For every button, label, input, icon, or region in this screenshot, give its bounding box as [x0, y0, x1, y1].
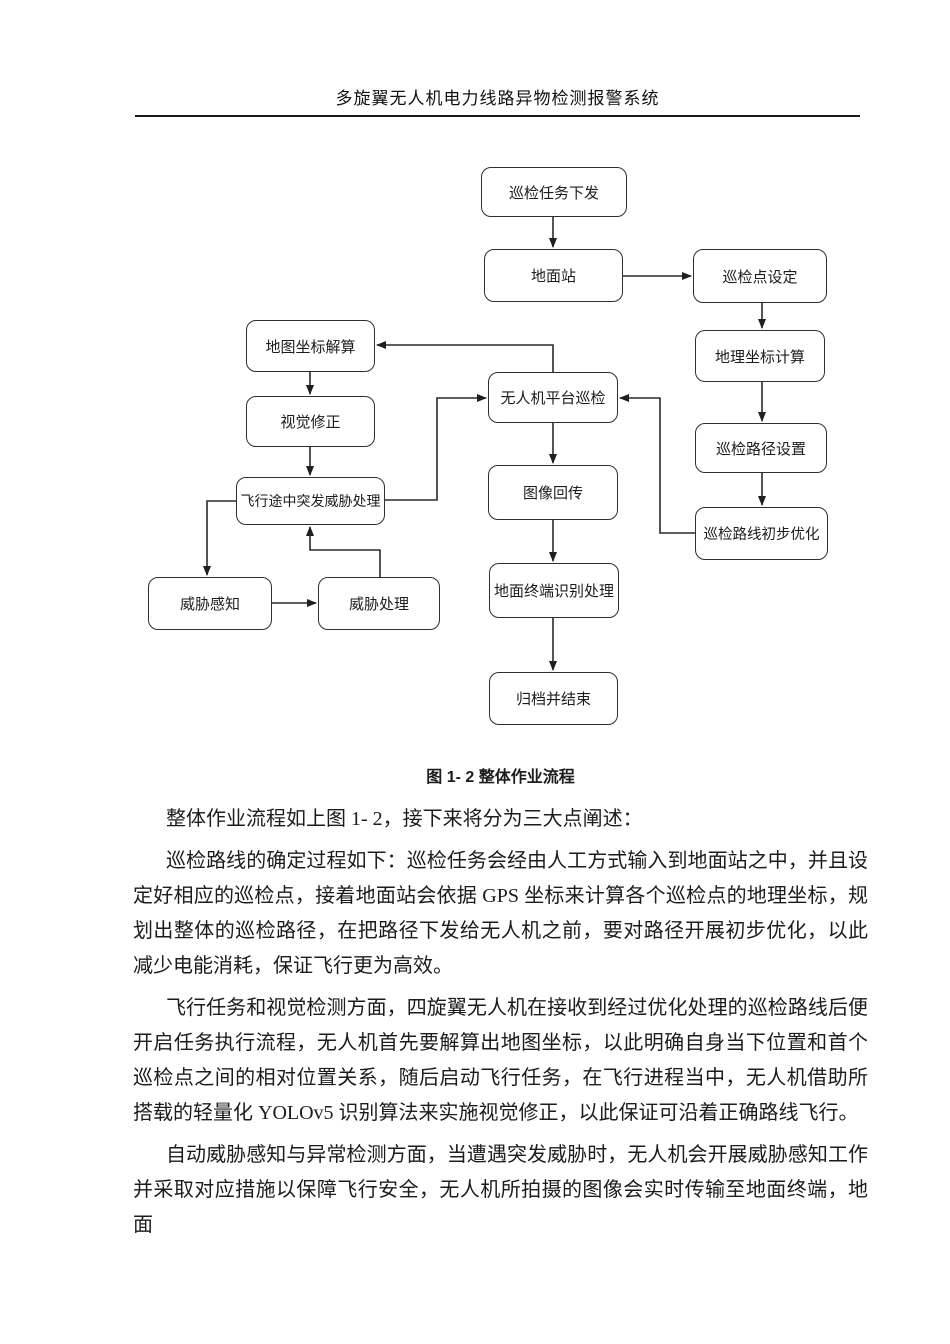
flow-node-route-optimize: 巡检路线初步优化 — [695, 507, 828, 560]
flow-node-threat-inflight: 飞行途中突发威胁处理 — [236, 477, 385, 525]
body-text: 图 1- 2 整体作业流程 整体作业流程如上图 1- 2，接下来将分为三大点阐述… — [133, 766, 868, 1250]
flow-node-ground-station: 地面站 — [484, 249, 623, 302]
paragraph-flight-vision: 飞行任务和视觉检测方面，四旋翼无人机在接收到经过优化处理的巡检路线后便开启任务执… — [133, 997, 868, 1124]
flow-node-image-return: 图像回传 — [488, 465, 618, 520]
flow-node-task-issue: 巡检任务下发 — [481, 167, 627, 217]
flow-node-visual-correct: 视觉修正 — [246, 396, 375, 447]
flowchart-figure: 巡检任务下发 地面站 巡检点设定 地图坐标解算 地理坐标计算 视觉修正 无人机平… — [148, 167, 828, 725]
edge-inflight-to-uav — [385, 394, 487, 501]
figure-caption: 图 1- 2 整体作业流程 — [426, 769, 575, 786]
edge-handle-to-inflight — [306, 526, 381, 577]
flow-node-map-solve: 地图坐标解算 — [246, 320, 375, 372]
edge-optimize-to-uav — [619, 394, 695, 534]
paragraph-threat-detect: 自动威胁感知与异常检测方面，当遭遇突发威胁时，无人机会开展威胁感知工作并采取对应… — [133, 1144, 868, 1236]
page-header-title: 多旋翼无人机电力线路异物检测报警系统 — [335, 89, 660, 108]
flow-node-uav-patrol: 无人机平台巡检 — [488, 372, 618, 423]
flow-node-threat-sense: 威胁感知 — [148, 577, 272, 630]
page-header: 多旋翼无人机电力线路异物检测报警系统 — [135, 84, 860, 117]
edge-inflight-to-sense — [203, 500, 236, 576]
paragraph-route-setup: 巡检路线的确定过程如下：巡检任务会经由人工方式输入到地面站之中，并且设定好相应的… — [133, 850, 868, 977]
flow-node-threat-handle: 威胁处理 — [318, 577, 440, 630]
flow-node-archive-end: 归档并结束 — [489, 672, 618, 725]
flow-node-terminal-process: 地面终端识别处理 — [489, 563, 619, 618]
flow-node-path-setting: 巡检路径设置 — [695, 423, 827, 473]
edge-uav-to-mapsolve — [376, 341, 554, 372]
paragraph-overview: 整体作业流程如上图 1- 2，接下来将分为三大点阐述： — [166, 808, 643, 830]
flow-node-point-setting: 巡检点设定 — [693, 249, 827, 303]
flow-node-geo-calc: 地理坐标计算 — [695, 330, 825, 382]
flowchart-edges — [203, 217, 766, 671]
